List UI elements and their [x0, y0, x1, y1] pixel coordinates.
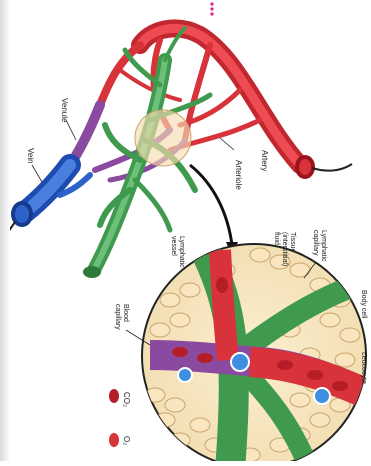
label-arteriole: Arteriole [234, 160, 243, 190]
vein-vessel [0, 165, 90, 244]
zoom-arrow [190, 165, 238, 256]
magenta-dots [210, 2, 213, 15]
lymphatic-capillary-label: Lymphaticcapillary [312, 230, 327, 262]
label-body-cell: Body cell [360, 290, 367, 319]
leucocyte-label: Leucocyte [360, 352, 367, 384]
lymphatic-vessel-label: Lymphaticvessel [170, 236, 185, 268]
arteriole-leader [220, 138, 234, 150]
vein-label: Vein [26, 148, 35, 164]
zoom-detail [142, 240, 370, 461]
legend-co2-label: CO₂ [122, 392, 131, 407]
zoom-source-circle [135, 110, 191, 166]
page-edge-shadow [0, 0, 10, 461]
vein-leader [32, 165, 42, 182]
legend-co2-swatch [109, 389, 119, 403]
label-lymphatic-capillary: Lymphaticcapillary [312, 230, 327, 262]
arteriole-label: Arteriole [234, 160, 243, 190]
label-artery: Artery [260, 150, 269, 171]
artery-label: Artery [260, 150, 269, 171]
label-lymphatic-vessel: Lymphaticvessel [170, 236, 185, 268]
legend-o2-label: O₂ [122, 436, 131, 445]
label-leucocyte: Leucocyte [360, 352, 367, 384]
venule-label: Venule [60, 98, 69, 123]
venule-leader [66, 120, 76, 140]
body-cell-label: Body cell [360, 290, 367, 319]
label-blood-capillary: Bloodcapillary [114, 304, 129, 330]
legend: CO₂ O₂ [109, 389, 131, 447]
blood-capillary-label: Bloodcapillary [114, 304, 129, 330]
label-vein: Vein [26, 148, 35, 164]
legend-o2-swatch [109, 433, 119, 447]
label-venule: Venule [60, 98, 69, 123]
